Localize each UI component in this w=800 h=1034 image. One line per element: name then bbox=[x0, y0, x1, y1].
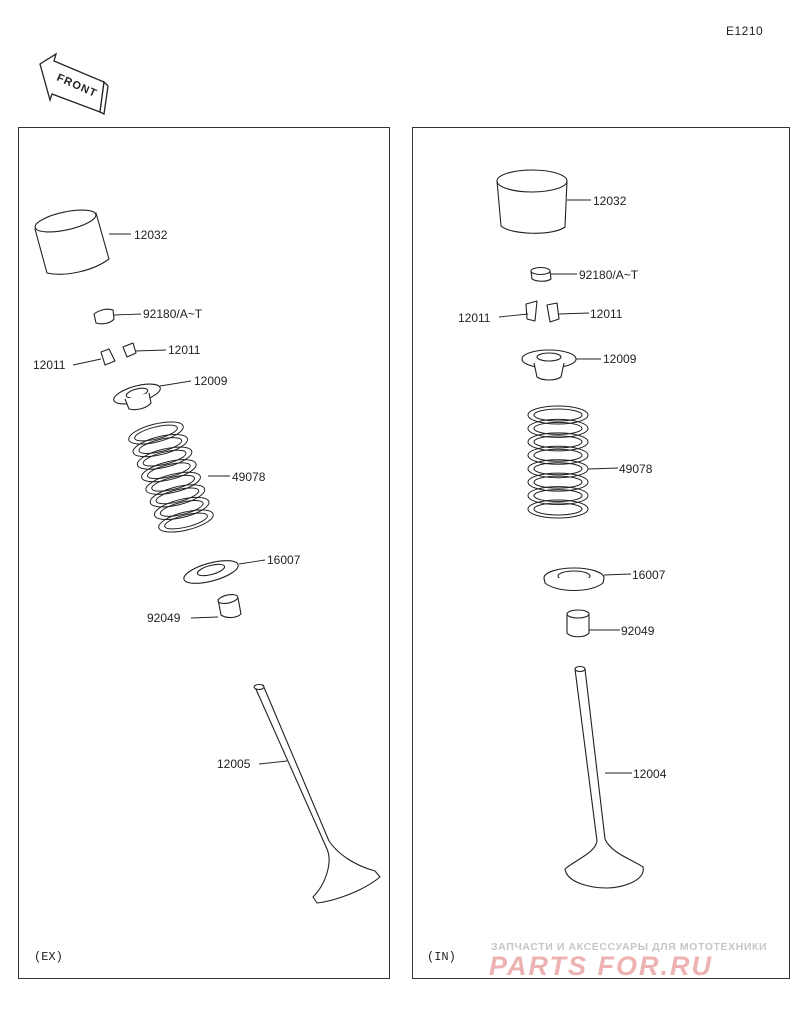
diagram-code: E1210 bbox=[726, 24, 764, 38]
spring-coil bbox=[533, 475, 583, 489]
stem-seal-part bbox=[217, 594, 242, 619]
spring-coil bbox=[164, 512, 208, 530]
cotter-part bbox=[525, 300, 560, 323]
callout-shim: 92180/A~T bbox=[143, 307, 203, 321]
spring-coil bbox=[149, 484, 206, 508]
valve-part bbox=[564, 665, 644, 889]
spring-coil bbox=[533, 448, 583, 462]
retainer-part bbox=[521, 349, 577, 381]
spring-coil bbox=[527, 432, 589, 452]
tappet-part bbox=[496, 169, 568, 234]
front-arrow-icon: FRONT bbox=[39, 52, 109, 115]
tappet-part bbox=[34, 209, 110, 275]
watermark-tagline: ЗАПЧАСТИ И АКСЕССУАРЫ ДЛЯ МОТОТЕХНИКИ bbox=[491, 941, 768, 953]
callout-cotter-right: 12011 bbox=[590, 307, 623, 321]
retainer-part bbox=[113, 383, 161, 411]
spring-coil bbox=[141, 459, 197, 483]
watermark-logo: PARTS FOR.RU bbox=[489, 951, 714, 981]
spring-coil bbox=[533, 502, 583, 516]
intake-panel: 12032 92180/A~T 12011 12011 12009 49078 … bbox=[412, 127, 790, 979]
spring-coil bbox=[155, 487, 200, 505]
spring-seat-part bbox=[183, 560, 239, 584]
spring-coil bbox=[138, 437, 183, 454]
spring-coil bbox=[128, 421, 184, 445]
callout-cotter-left: 12011 bbox=[458, 311, 491, 325]
callout-stem-seal: 92049 bbox=[147, 611, 181, 625]
spring-coil bbox=[527, 472, 589, 492]
callout-shim: 92180/A~T bbox=[579, 268, 639, 282]
callout-spring: 49078 bbox=[232, 470, 266, 484]
intake-parts-drawing: 12032 92180/A~T 12011 12011 12009 49078 … bbox=[458, 169, 667, 889]
spring-seat-part bbox=[543, 567, 605, 591]
callout-stem-seal: 92049 bbox=[621, 624, 655, 638]
callout-retainer: 12009 bbox=[194, 374, 228, 388]
spring-coil bbox=[142, 449, 187, 467]
spring-coil bbox=[527, 499, 589, 519]
spring-coil bbox=[533, 421, 583, 435]
panel-label-in: (IN) bbox=[427, 950, 456, 964]
callout-spring-seat: 16007 bbox=[267, 553, 301, 567]
spring-coil bbox=[533, 489, 583, 503]
spring-coil bbox=[134, 424, 178, 442]
spring-coil bbox=[146, 462, 191, 480]
spring-coil bbox=[153, 496, 210, 520]
spring-coil bbox=[527, 486, 589, 506]
spring-coil bbox=[145, 471, 201, 495]
callout-spring-seat: 16007 bbox=[632, 568, 666, 582]
spring-coil bbox=[527, 418, 589, 438]
shim-part bbox=[530, 266, 552, 282]
spring-coil bbox=[136, 446, 193, 470]
spring-coil bbox=[151, 474, 196, 492]
spring-part bbox=[527, 405, 589, 519]
cotter-part bbox=[100, 342, 137, 366]
callout-cotter-left: 12011 bbox=[33, 358, 66, 372]
callout-cotter-right: 12011 bbox=[168, 343, 201, 357]
callout-retainer: 12009 bbox=[603, 352, 637, 366]
callout-valve: 12004 bbox=[633, 767, 667, 781]
callout-tappet: 12032 bbox=[134, 228, 168, 242]
stem-seal-part bbox=[566, 609, 590, 638]
spring-part bbox=[128, 421, 214, 533]
spring-coil bbox=[527, 445, 589, 465]
callout-valve: 12005 bbox=[217, 757, 251, 771]
panel-label-ex: (EX) bbox=[34, 950, 63, 964]
spring-coil bbox=[159, 500, 204, 517]
spring-coil bbox=[132, 434, 189, 458]
callout-spring: 49078 bbox=[619, 462, 653, 476]
valve-part bbox=[253, 683, 381, 904]
spring-coil bbox=[527, 405, 589, 425]
spring-coil bbox=[533, 408, 583, 422]
callout-tappet: 12032 bbox=[593, 194, 627, 208]
shim-part bbox=[93, 308, 115, 325]
spring-coil bbox=[533, 435, 583, 449]
exhaust-panel: 12032 92180/A~T 12011 12011 12009 49078 … bbox=[18, 127, 390, 979]
exhaust-parts-drawing: 12032 92180/A~T 12011 12011 12009 49078 … bbox=[33, 209, 381, 904]
spring-coil bbox=[158, 509, 214, 533]
spring-coil bbox=[533, 462, 583, 476]
